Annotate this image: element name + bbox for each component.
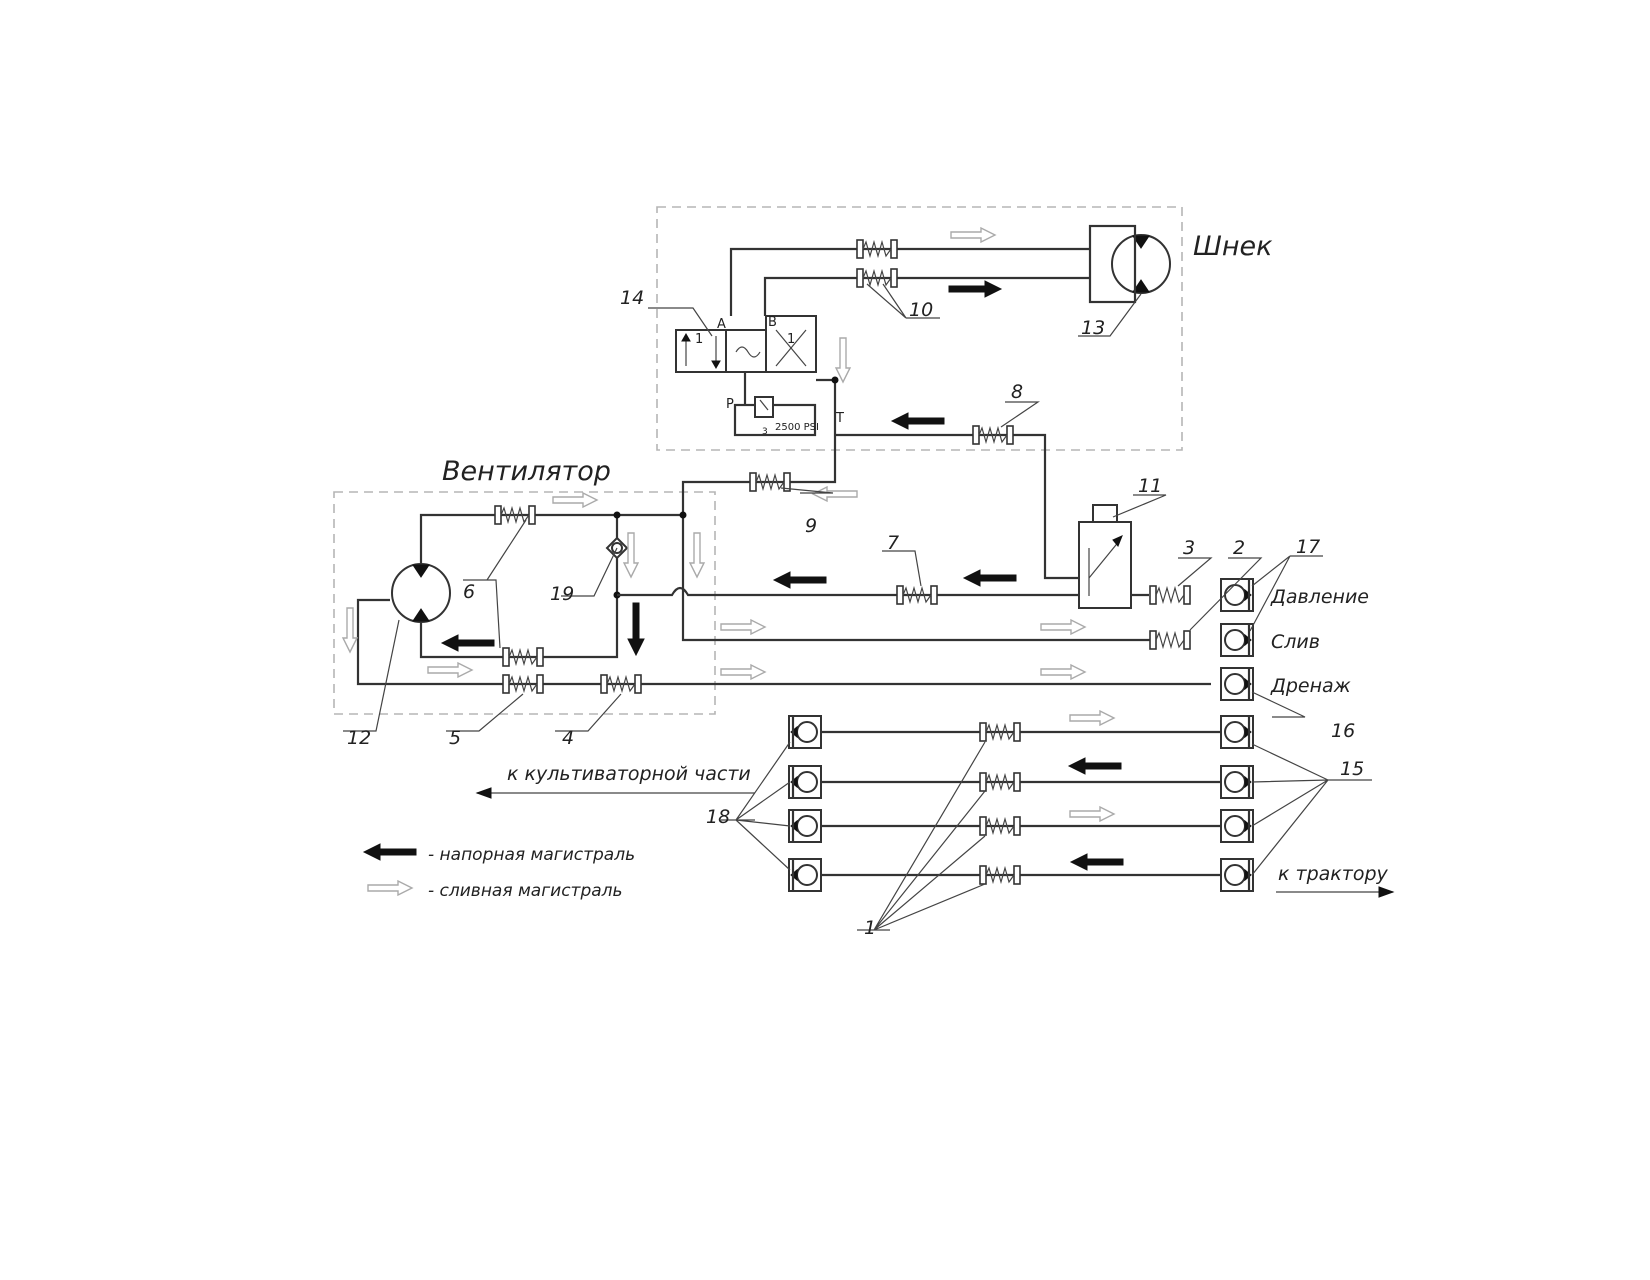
line-9 bbox=[681, 435, 1150, 642]
valve-return-arrow bbox=[835, 337, 851, 383]
pos-18: 18 bbox=[706, 806, 730, 828]
fan-title: Вентилятор bbox=[442, 456, 611, 487]
auger-pressure-arrow bbox=[948, 280, 1002, 298]
valve-position-right: 1 bbox=[787, 332, 795, 347]
fan-line-upper bbox=[419, 513, 683, 564]
coupler-15-4 bbox=[1219, 857, 1255, 893]
label-to-tractor: к трактору bbox=[1278, 863, 1389, 885]
transit-pressure-arrow-1 bbox=[1068, 757, 1122, 775]
coupler-pressure bbox=[1219, 577, 1255, 613]
auger-line-a bbox=[729, 247, 1090, 316]
fan-drain-line bbox=[356, 598, 1211, 686]
pos-17: 17 bbox=[1296, 536, 1320, 558]
auger-line-b bbox=[763, 276, 1090, 316]
transit-return-arrow-1 bbox=[1069, 710, 1115, 726]
auger-motor bbox=[1111, 234, 1171, 294]
relief-valve bbox=[754, 396, 774, 418]
pos-12: 12 bbox=[347, 727, 371, 749]
label-pressure: Давление bbox=[1270, 586, 1369, 608]
pos-14: 14 bbox=[620, 287, 644, 309]
pos-10: 10 bbox=[909, 299, 933, 321]
pos-1: 1 bbox=[864, 917, 876, 939]
fan-upper-return-arrow bbox=[552, 492, 598, 508]
pos-19: 19 bbox=[550, 583, 574, 605]
coupler-18-4 bbox=[787, 857, 823, 893]
fan-down-pressure-arrow bbox=[627, 602, 645, 656]
fan-drain-return-arrow bbox=[427, 662, 473, 678]
valve-position-left: 1 bbox=[695, 332, 703, 347]
auger-title: Шнек bbox=[1193, 231, 1273, 262]
fan-motor-pressure-arrow bbox=[441, 634, 495, 652]
pos-13: 13 bbox=[1081, 317, 1105, 339]
coupler-return bbox=[1219, 622, 1255, 658]
pos-3: 3 bbox=[1183, 537, 1195, 559]
relief-block bbox=[733, 403, 817, 437]
return-arrow-2 bbox=[1040, 619, 1086, 635]
transit-return-arrow-2 bbox=[1069, 806, 1115, 822]
pos-11: 11 bbox=[1138, 475, 1162, 497]
leader-lines bbox=[343, 283, 1372, 931]
pos-15: 15 bbox=[1340, 758, 1364, 780]
hose-3 bbox=[1149, 585, 1191, 605]
line-8 bbox=[835, 433, 1079, 580]
auger-motor-frame bbox=[1088, 224, 1137, 304]
label-to-cultivator: к культиваторной части bbox=[507, 763, 751, 785]
pos-5: 5 bbox=[449, 727, 461, 749]
label-return: Слив bbox=[1271, 631, 1320, 653]
legend-return-text: - сливная магистраль bbox=[428, 881, 623, 901]
pos-6: 6 bbox=[463, 581, 475, 603]
valve-port-t: T bbox=[835, 411, 844, 426]
fan-check-return-arrow bbox=[623, 532, 639, 578]
legend-pressure-arrow bbox=[363, 843, 417, 861]
pressure-arrow-2 bbox=[963, 569, 1017, 587]
coupler-drain bbox=[1219, 666, 1255, 702]
relief-setting: 2500 PSI bbox=[775, 422, 819, 433]
pos-2: 2 bbox=[1233, 537, 1245, 559]
coupler-15-1 bbox=[1219, 714, 1255, 750]
fan-side-return-arrow bbox=[689, 532, 705, 578]
coupler-15-2 bbox=[1219, 764, 1255, 800]
pressure-line-7 bbox=[617, 586, 1149, 597]
pos-7: 7 bbox=[887, 532, 899, 554]
valve-port-b: B bbox=[768, 315, 777, 330]
auger-boundary bbox=[656, 206, 1183, 451]
legend-pressure-text: - напорная магистраль bbox=[428, 845, 635, 865]
coupler-18-1 bbox=[787, 714, 823, 750]
selector-valve bbox=[1078, 504, 1132, 609]
return-arrow-1 bbox=[720, 619, 766, 635]
legend-return-arrow bbox=[367, 880, 413, 896]
drain-arrow-2 bbox=[1040, 664, 1086, 680]
line-9-return-arrow bbox=[812, 486, 858, 502]
drain-arrow-1 bbox=[720, 664, 766, 680]
pos-4: 4 bbox=[562, 727, 574, 749]
hose-2 bbox=[1149, 630, 1191, 650]
valve-port-p: P bbox=[726, 397, 734, 412]
transit-pressure-arrow-2 bbox=[1070, 853, 1124, 871]
pos-16: 16 bbox=[1331, 720, 1355, 742]
fan-left-return-arrow bbox=[342, 607, 358, 653]
line-8-pressure-arrow bbox=[891, 412, 945, 430]
fan-line-lower bbox=[419, 515, 619, 659]
coupler-18-2 bbox=[787, 764, 823, 800]
pos-8: 8 bbox=[1011, 381, 1023, 403]
valve-port-a: A bbox=[717, 317, 726, 332]
transit-lines bbox=[787, 710, 1255, 893]
coupler-15-3 bbox=[1219, 808, 1255, 844]
relief-mark: 3 bbox=[762, 427, 768, 437]
pressure-arrow-1 bbox=[773, 571, 827, 589]
label-drain: Дренаж bbox=[1270, 675, 1351, 697]
pos-9: 9 bbox=[805, 515, 817, 537]
directional-valve: 1 1 A B bbox=[675, 315, 817, 373]
coupler-18-3 bbox=[787, 808, 823, 844]
auger-return-arrow bbox=[950, 227, 996, 243]
fan-boundary bbox=[333, 491, 716, 715]
fan-motor bbox=[391, 563, 451, 623]
